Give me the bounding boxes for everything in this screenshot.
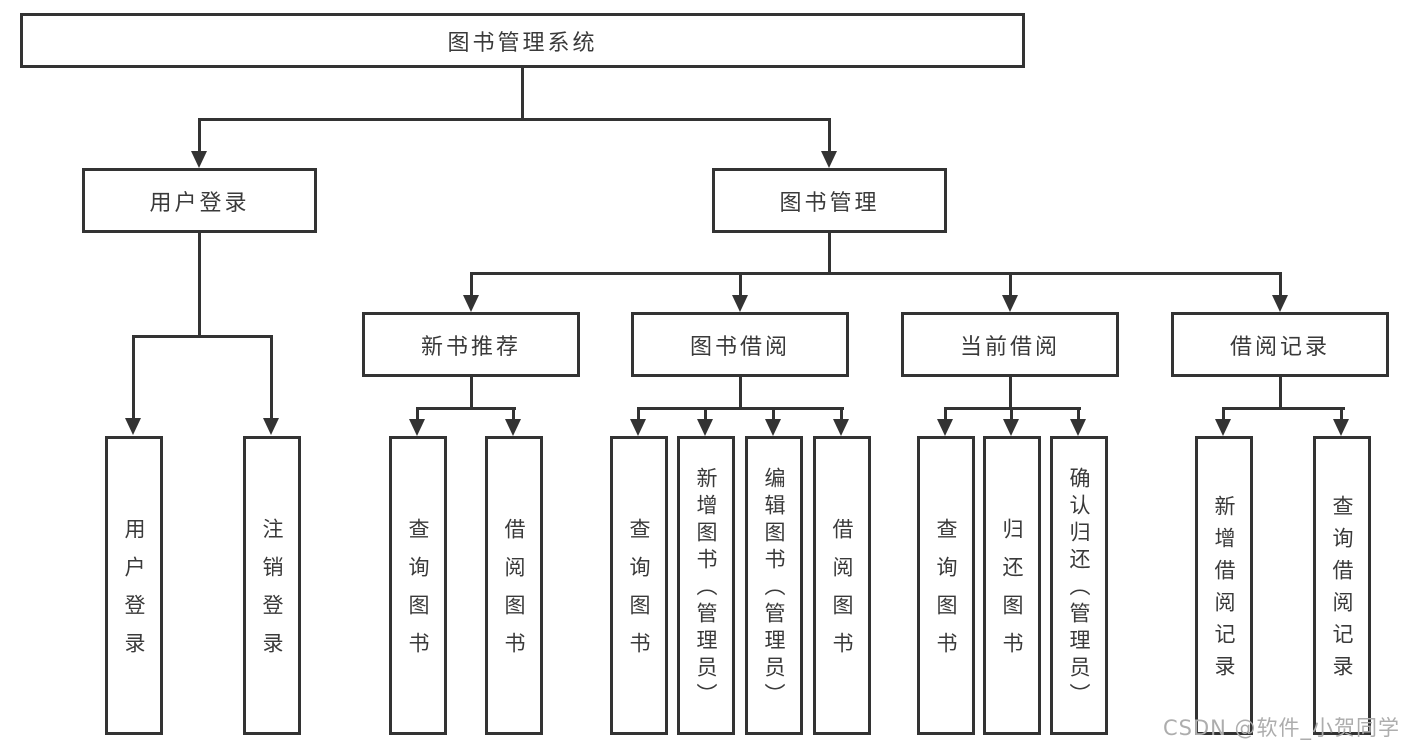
arrow-down-icon [1070, 407, 1086, 436]
arrow-down-icon [732, 272, 748, 312]
leaf-label: 查询图书 [934, 518, 958, 670]
arrow-down-icon [463, 272, 479, 312]
node-book-management: 图书管理 [712, 168, 947, 233]
node-book-borrowing: 图书借阅 [631, 312, 849, 377]
arrow-down-icon [1215, 407, 1231, 436]
arrow-down-icon [191, 118, 207, 168]
arrow-down-icon [697, 407, 713, 436]
leaf-label: 确认归还（管理员） [1067, 467, 1091, 710]
connector-book-management-stem [828, 233, 831, 272]
arrow-down-icon [821, 118, 837, 168]
connector-root-stem [521, 68, 524, 118]
arrow-down-icon [505, 407, 521, 436]
connector-borrowing-records-rail [1222, 407, 1345, 410]
arrow-down-icon [833, 407, 849, 436]
connector-level2-rail [198, 118, 831, 121]
connector-level3-rail [470, 272, 1282, 275]
leaf-label: 借阅图书 [502, 518, 526, 670]
node-borrowing-records: 借阅记录 [1171, 312, 1389, 377]
arrow-down-icon [1003, 407, 1019, 436]
connector-current-borrowing-stem [1009, 377, 1012, 407]
leaf-add-book-admin: 新增图书（管理员） [677, 436, 735, 735]
connector-user-login-stem [198, 233, 201, 335]
leaf-borrow-books-borrowing: 借阅图书 [813, 436, 871, 735]
arrow-down-icon [1002, 272, 1018, 312]
node-library-management-system: 图书管理系统 [20, 13, 1025, 68]
leaf-label: 查询图书 [406, 518, 430, 670]
leaf-label: 查询图书 [627, 518, 651, 670]
connector-book-borrowing-rail [637, 407, 844, 410]
arrow-down-icon [263, 335, 279, 435]
arrow-down-icon [409, 407, 425, 436]
leaf-borrow-books-recommend: 借阅图书 [485, 436, 543, 735]
arrow-down-icon [1333, 407, 1349, 436]
leaf-label: 查询借阅记录 [1330, 495, 1354, 687]
arrow-down-icon [765, 407, 781, 436]
leaf-query-books-recommend: 查询图书 [389, 436, 447, 735]
leaf-edit-book-admin: 编辑图书（管理员） [745, 436, 803, 735]
leaf-add-borrow-record: 新增借阅记录 [1195, 436, 1253, 735]
node-new-book-recommendation: 新书推荐 [362, 312, 580, 377]
connector-new-book-stem [470, 377, 473, 407]
arrow-down-icon [1272, 272, 1288, 312]
leaf-confirm-return-admin: 确认归还（管理员） [1050, 436, 1108, 735]
leaf-label: 编辑图书（管理员） [762, 467, 786, 710]
leaf-query-books-current: 查询图书 [917, 436, 975, 735]
connector-borrowing-records-stem [1279, 377, 1282, 407]
leaf-return-book: 归还图书 [983, 436, 1041, 735]
csdn-watermark: CSDN @软件_小贺同学 [1163, 716, 1401, 740]
leaf-label: 注销登录 [260, 518, 284, 670]
leaf-label: 新增图书（管理员） [694, 467, 718, 710]
leaf-query-books-borrowing: 查询图书 [610, 436, 668, 735]
leaf-label: 新增借阅记录 [1212, 495, 1236, 687]
leaf-label: 借阅图书 [830, 518, 854, 670]
leaf-label: 归还图书 [1000, 518, 1024, 670]
leaf-logout: 注销登录 [243, 436, 301, 735]
connector-book-borrowing-stem [739, 377, 742, 407]
node-current-borrowing: 当前借阅 [901, 312, 1119, 377]
arrow-down-icon [125, 335, 141, 435]
connector-user-login-rail [132, 335, 273, 338]
connector-new-book-rail [416, 407, 516, 410]
arrow-down-icon [630, 407, 646, 436]
leaf-user-login: 用户登录 [105, 436, 163, 735]
leaf-label: 用户登录 [122, 518, 146, 670]
node-user-login: 用户登录 [82, 168, 317, 233]
leaf-query-borrow-record: 查询借阅记录 [1313, 436, 1371, 735]
arrow-down-icon [937, 407, 953, 436]
